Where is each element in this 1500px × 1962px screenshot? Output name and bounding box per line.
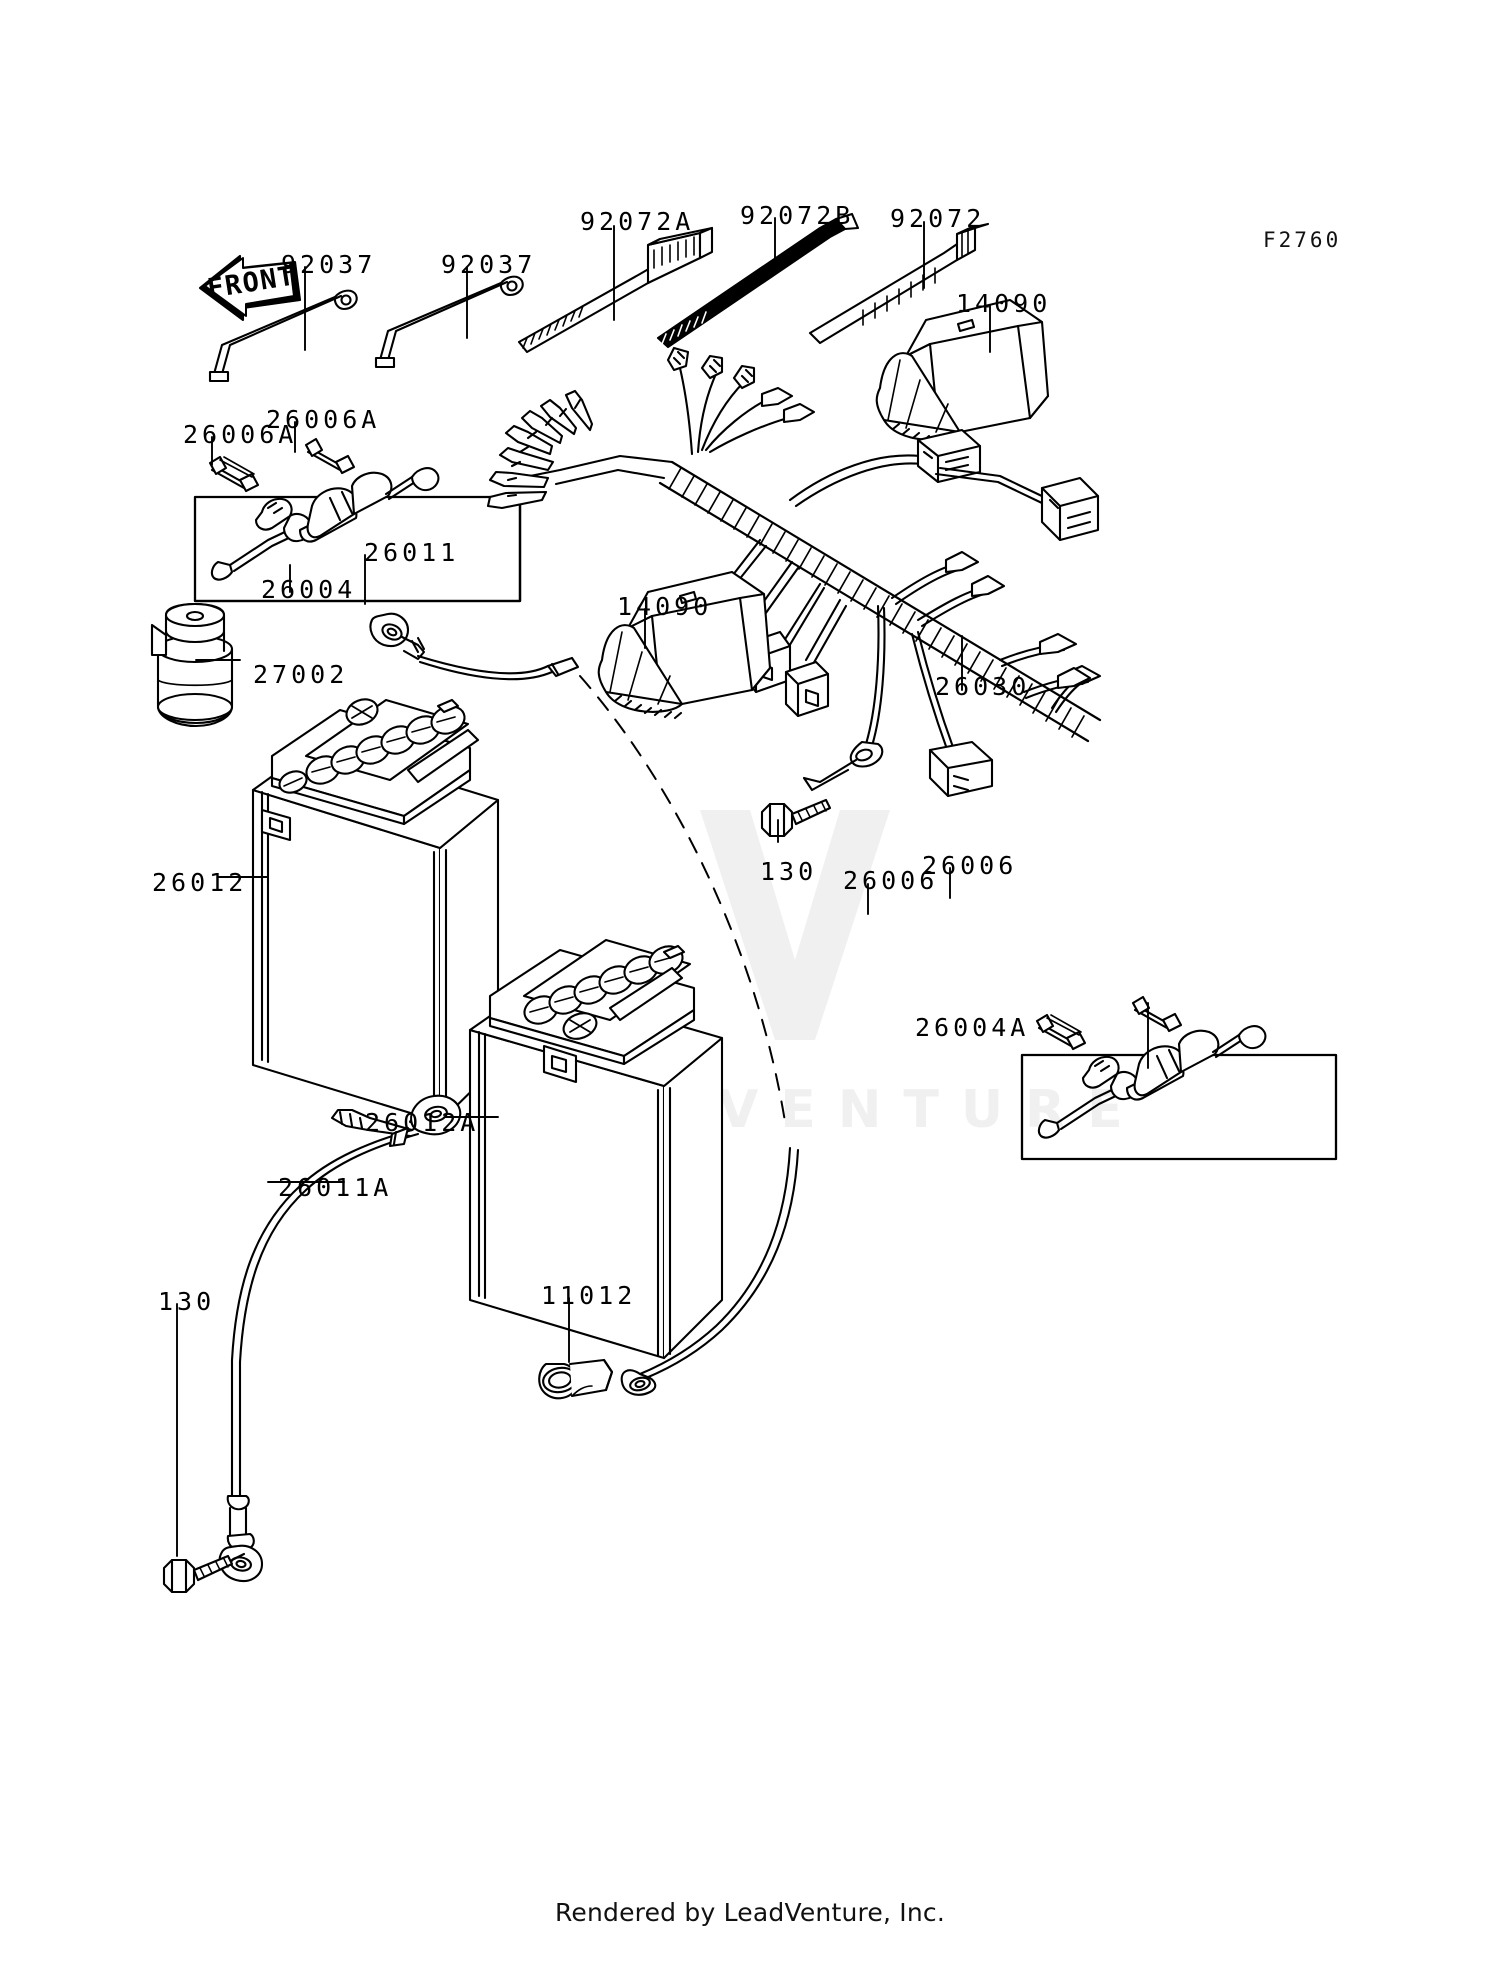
cover-upper-art bbox=[875, 298, 1050, 445]
part-label-26006a-left: 26006A bbox=[183, 420, 298, 449]
fuse-holder-a-art bbox=[1035, 995, 1267, 1139]
relay-art bbox=[150, 602, 234, 728]
part-label-26012: 26012 bbox=[152, 868, 248, 897]
part-label-26030: 26030 bbox=[935, 672, 1031, 701]
battery-a-lead-art bbox=[620, 1146, 800, 1396]
bolt-upper-art bbox=[760, 798, 832, 838]
battery-a-art bbox=[468, 938, 724, 1360]
cover-lower-art bbox=[597, 570, 772, 720]
battery-lead-a-art bbox=[218, 1094, 462, 1583]
part-label-92072b: 92072B bbox=[740, 201, 855, 230]
part-label-27002: 27002 bbox=[253, 660, 349, 689]
part-label-26006-right: 26006 bbox=[922, 851, 1018, 880]
cable-tie-b-art bbox=[656, 212, 860, 349]
part-label-26004a: 26004A bbox=[915, 1013, 1030, 1042]
part-label-11012: 11012 bbox=[541, 1281, 637, 1310]
part-label-26004: 26004 bbox=[261, 575, 357, 604]
part-label-26006-left: 26006 bbox=[843, 866, 939, 895]
part-label-14090-lower: 14090 bbox=[617, 592, 713, 621]
part-label-92072a: 92072A bbox=[580, 207, 695, 236]
band-clamp-1-art bbox=[208, 289, 358, 383]
front-arrow-icon bbox=[198, 254, 302, 322]
battery-art bbox=[251, 698, 500, 1124]
part-label-26011a: 26011A bbox=[278, 1173, 393, 1202]
part-label-26006a-right: 26006A bbox=[266, 405, 381, 434]
part-label-26012a: 26012A bbox=[365, 1108, 480, 1137]
cap-art bbox=[538, 1358, 614, 1400]
part-label-130-lower: 130 bbox=[158, 1287, 216, 1316]
leader-lines bbox=[176, 217, 1149, 1557]
fuse-holder-a-inset-box bbox=[1020, 1053, 1338, 1161]
part-label-92072: 92072 bbox=[890, 204, 986, 233]
fuse-holder-art bbox=[208, 437, 440, 581]
cable-tie-a-art bbox=[517, 226, 714, 354]
band-clamp-2-art bbox=[374, 275, 524, 369]
part-label-130-upper: 130 bbox=[760, 857, 818, 886]
fuse-holder-inset-box bbox=[193, 495, 522, 603]
part-label-14090-upper: 14090 bbox=[956, 289, 1052, 318]
part-label-26011: 26011 bbox=[364, 538, 460, 567]
part-label-92037-left: 92037 bbox=[281, 250, 377, 279]
render-credit-footer: Rendered by LeadVenture, Inc. bbox=[554, 1898, 946, 1927]
diagram-code: F2760 bbox=[1263, 228, 1342, 252]
part-label-92037-right: 92037 bbox=[441, 250, 537, 279]
section-divider-arc bbox=[579, 675, 787, 1129]
bolt-lower-art bbox=[162, 1552, 246, 1594]
cable-tie-art bbox=[808, 222, 990, 345]
battery-lead-art bbox=[369, 612, 580, 681]
